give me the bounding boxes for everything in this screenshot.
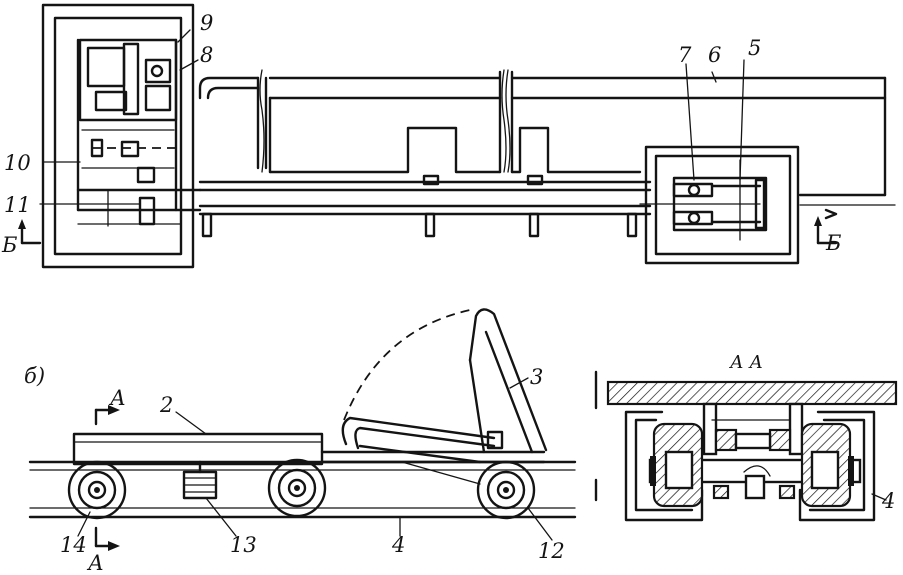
- label-b-right: Б: [825, 231, 841, 255]
- plan-view: 9 8 7 6 5 10 11 Б Б: [1, 3, 896, 269]
- label-b-left: Б: [1, 233, 17, 257]
- label-a-top: А: [108, 386, 126, 410]
- top-plate: [606, 380, 898, 406]
- label-3: 3: [530, 365, 543, 389]
- section-a-arrow-top: [94, 405, 120, 426]
- track-rails: [198, 69, 896, 238]
- side-view: б): [24, 308, 577, 575]
- arm-swing-arc: [343, 309, 471, 421]
- wheel-14: [67, 460, 127, 520]
- label-a-bottom: А: [86, 551, 104, 575]
- view-b-label: б): [24, 364, 45, 388]
- label-12: 12: [538, 539, 565, 563]
- label-6: 6: [708, 43, 721, 67]
- section-a-a: А А 4: [594, 352, 898, 522]
- section-marker-right: [814, 216, 838, 245]
- wheel-middle: [267, 458, 327, 518]
- label-4-section: 4: [881, 489, 895, 513]
- gripper-13: [182, 460, 218, 500]
- left-station-housing: [41, 3, 202, 269]
- label-10: 10: [4, 151, 31, 175]
- label-14: 14: [60, 533, 87, 557]
- section-marker-left: [18, 219, 42, 245]
- label-11: 11: [4, 193, 31, 217]
- pusher-arm-3: [341, 308, 548, 485]
- label-5: 5: [748, 36, 761, 60]
- section-title: А А: [728, 352, 763, 373]
- wheel-12: [476, 460, 536, 520]
- label-8: 8: [200, 43, 213, 67]
- label-2: 2: [159, 393, 173, 417]
- leader-lines-plan: [39, 29, 745, 205]
- cart-body: [72, 432, 546, 466]
- right-station-housing: [639, 145, 800, 265]
- label-7: 7: [678, 43, 692, 67]
- label-4: 4: [391, 533, 405, 557]
- section-a-arrow-bottom: [94, 526, 120, 551]
- label-13: 13: [230, 533, 257, 557]
- label-9: 9: [200, 11, 213, 35]
